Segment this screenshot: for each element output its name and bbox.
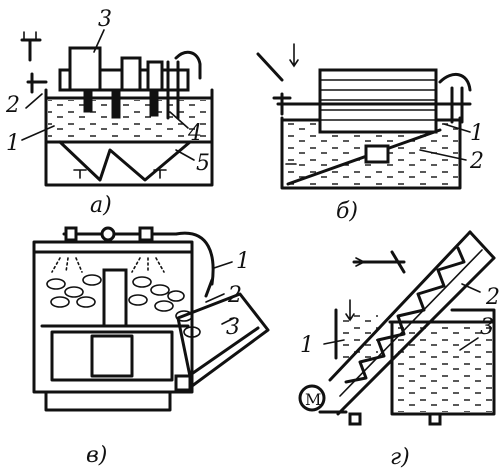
caption-b: б) — [336, 199, 358, 224]
rotor-v — [102, 268, 128, 328]
panel-g: M 2 1 3 г) — [298, 230, 500, 470]
label-a-5: 5 — [196, 151, 210, 176]
inlet-pipe-a — [20, 38, 42, 62]
caption-v: в) — [86, 443, 107, 468]
drain-pipe-v — [44, 390, 172, 412]
screw-g — [344, 246, 466, 384]
label-g-2: 2 — [485, 285, 500, 310]
valve-a — [26, 72, 48, 94]
screw-tube-bottom — [336, 256, 496, 416]
produce-v — [46, 274, 201, 338]
label-g-1: 1 — [300, 333, 314, 358]
label-a-3: 3 — [98, 7, 112, 32]
label-v-2: 2 — [227, 283, 242, 308]
motor-g — [298, 384, 326, 412]
tank-b — [280, 116, 462, 190]
spray-v — [51, 257, 165, 273]
label-g-3: 3 — [480, 315, 494, 340]
hoppers-a — [58, 140, 192, 182]
inlet-chute-b — [256, 52, 284, 82]
outlet-b — [450, 86, 464, 124]
label-v-3: 3 — [226, 315, 240, 340]
label-b-2: 2 — [469, 149, 484, 174]
label-a-4: 4 — [187, 121, 202, 146]
elevator-v — [176, 292, 270, 388]
tank-g — [390, 308, 496, 416]
caption-g: г) — [390, 445, 410, 470]
water-g — [394, 322, 492, 412]
label-b-1: 1 — [470, 121, 484, 146]
panel-v: 1 2 3 в) — [32, 226, 270, 468]
drum-block-a — [68, 46, 102, 92]
screw-tube-top — [328, 230, 472, 382]
panel-b: 1 2 б) — [256, 43, 484, 224]
caption-a: а) — [90, 193, 112, 218]
water-a — [48, 100, 210, 140]
hose-v — [174, 231, 215, 286]
outlet-pipe-a — [166, 60, 180, 120]
label-a-2: 2 — [5, 93, 20, 118]
inclined-bottom-b — [286, 128, 442, 186]
panel-a: 3 2 1 4 5 а) — [5, 7, 214, 218]
label-v-1: 1 — [236, 249, 250, 274]
label-a-1: 1 — [6, 131, 20, 156]
motor-label: M — [305, 390, 321, 409]
tank-a — [44, 88, 214, 187]
